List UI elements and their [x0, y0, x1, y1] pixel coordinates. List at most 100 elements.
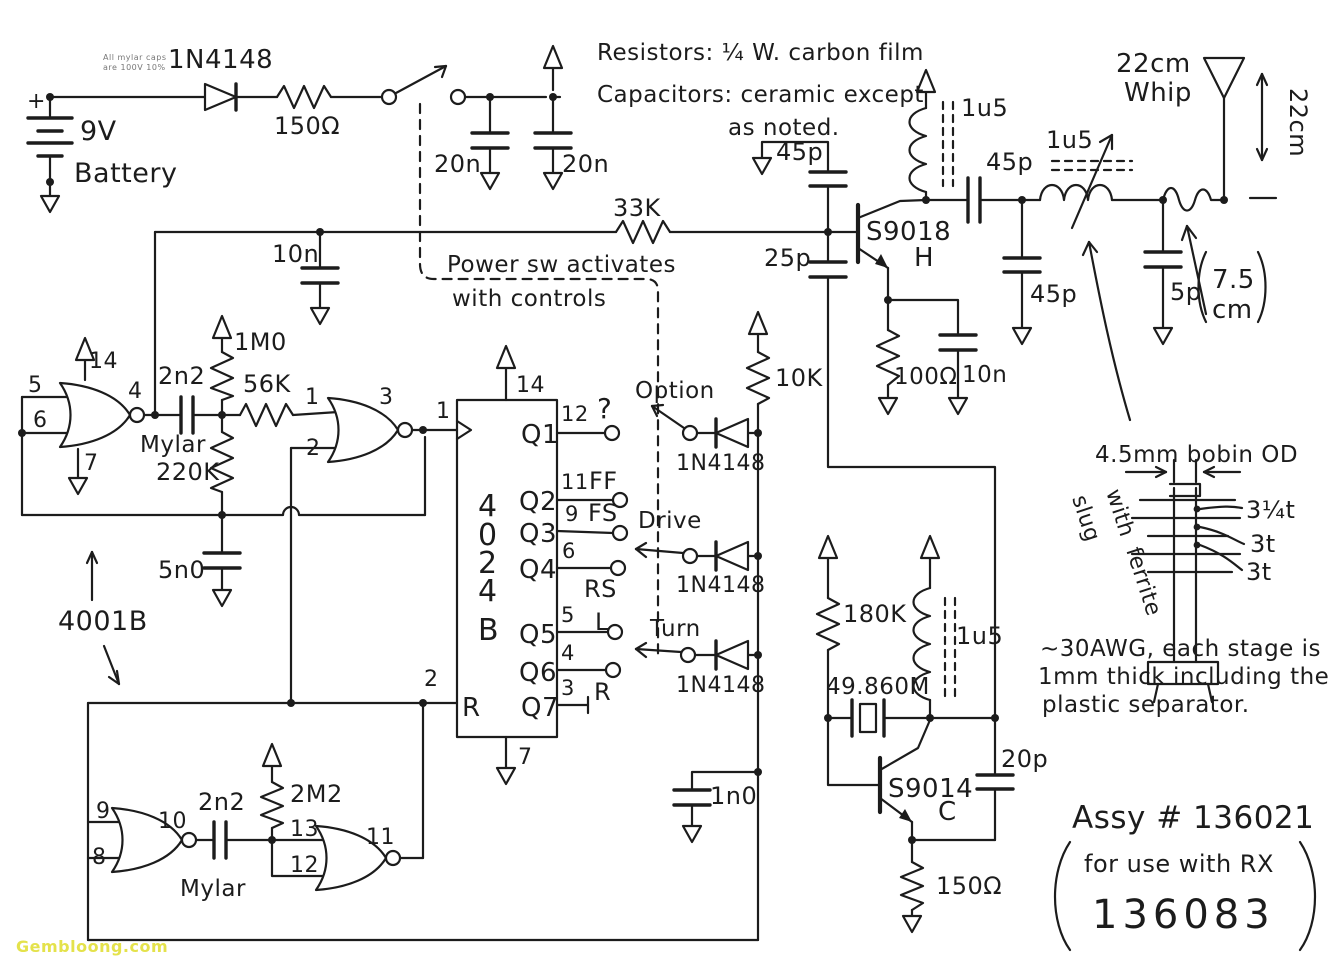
q3-fn: FS — [588, 499, 618, 527]
cap-25p-label: 25p — [764, 244, 811, 272]
switch-drive-label: Drive — [638, 508, 702, 534]
g1-pin5: 5 — [28, 373, 43, 398]
cap-5n0-label: 5n0 — [158, 556, 205, 584]
power-sw-dashed-link — [418, 102, 660, 660]
antenna-icon — [1202, 56, 1246, 100]
q5-fn: L — [595, 608, 609, 636]
q1-pin: 12 — [561, 402, 589, 426]
cap-20n-1-label: 20n — [434, 150, 481, 178]
diode-1n4148-2-label: 1N4148 — [676, 573, 765, 598]
resistor-180k-label: 180K — [843, 600, 907, 628]
bobbin-drawing — [1124, 458, 1246, 704]
transistor-s9014-label: S9014 — [888, 774, 973, 804]
mylar-note-line1: All mylar caps — [103, 53, 167, 62]
power-arrow-symbols — [74, 44, 941, 768]
watermark: Gembloong.com — [16, 937, 168, 956]
ic-4024b-char-3: 4 — [478, 574, 498, 609]
bobbin-slug-label: slug — [1066, 492, 1104, 545]
whip-label-2: Whip — [1124, 78, 1192, 108]
cap-5p-label: 5p — [1170, 278, 1202, 306]
cap-2n2-label: 2n2 — [158, 362, 205, 390]
cap-10n-top-label: 10n — [272, 240, 319, 268]
s9014-emitter-arrow — [899, 809, 912, 822]
bobbin-turns-1: 3¼t — [1246, 496, 1295, 524]
ic-4024b-char-0: 4 — [478, 489, 498, 524]
bobbin-turns-3: 3t — [1246, 558, 1272, 586]
control-osc-wires — [86, 701, 760, 942]
switch-turn-label: Turn — [649, 616, 701, 642]
counter-cap-plates — [672, 788, 712, 807]
g1-pin14: 14 — [89, 349, 118, 374]
cap-1n0-label: 1n0 — [710, 782, 757, 810]
counter-wires — [455, 332, 771, 942]
crystal-symbol — [850, 698, 886, 738]
modulator-wires — [760, 140, 997, 777]
assy-number: Assy # 136021 — [1072, 800, 1314, 836]
cap-2n2-bottom-mylar: Mylar — [180, 876, 246, 902]
tap-dimension-unit: cm — [1212, 295, 1253, 325]
q3-pin: 9 — [565, 502, 579, 526]
resistor-33k-label: 33K — [613, 194, 662, 222]
q7-label: Q7 — [521, 693, 559, 723]
junction-dots — [18, 93, 1228, 844]
q2-label: Q2 — [519, 487, 557, 517]
q6-label: Q6 — [519, 658, 557, 688]
diode-d1-label: 1N4148 — [168, 45, 273, 75]
whip-dimension-label: 22cm — [1284, 88, 1312, 157]
resistor-56k-label: 56K — [243, 370, 292, 398]
g4-pin11: 11 — [366, 825, 395, 850]
resistor-150b-label: 150Ω — [936, 872, 1002, 900]
battery-plates — [26, 116, 573, 158]
q4-label: Q4 — [519, 555, 557, 585]
g2-pin3: 3 — [379, 385, 394, 410]
counter-reset-label: R — [462, 693, 481, 723]
g1-pin4: 4 — [128, 379, 143, 404]
ic-4024b-char-1: 0 — [478, 518, 498, 553]
bobbin-note-1: ~30AWG, each stage is — [1040, 636, 1321, 662]
bobbin-turns-2: 3t — [1250, 530, 1276, 558]
diode-1n4148-1-label: 1N4148 — [676, 451, 765, 476]
whip-label-1: 22cm — [1116, 49, 1191, 79]
ic-4024b-char-2: 2 — [478, 546, 498, 581]
diode-1n4148-3-label: 1N4148 — [676, 673, 765, 698]
resistor-150-label: 150Ω — [274, 112, 340, 140]
note-as-noted: as noted. — [728, 115, 840, 141]
cap-10n-top-plates — [300, 266, 340, 285]
q7-pin: 3 — [561, 676, 575, 700]
g3-pin8: 8 — [92, 845, 107, 870]
resistor-100-label: 100Ω — [894, 364, 957, 390]
counter-pin14: 14 — [516, 373, 545, 398]
g4-pin13: 13 — [290, 817, 319, 842]
crystal-freq-label: 49.860M — [826, 674, 930, 700]
note-capacitors: Capacitors: ceramic except — [597, 82, 924, 108]
tap-dimension-value: 7.5 — [1212, 265, 1255, 295]
bobbin-ferrite-label: ferrite — [1120, 544, 1166, 619]
assy-parens — [1054, 840, 1316, 952]
ic-4001b-label: 4001B — [58, 606, 148, 637]
q6-fn: R — [594, 678, 611, 706]
g1-pin6: 6 — [33, 408, 48, 433]
bobbin-wire-dots — [1193, 505, 1201, 549]
battery-voltage: 9V — [80, 116, 117, 147]
q4-pin: 6 — [562, 539, 576, 563]
note-resistors: Resistors: ¼ W. carbon film — [597, 40, 924, 66]
cap-2n2-mylar: Mylar — [140, 432, 206, 458]
q2-pin: 11 — [561, 470, 589, 494]
q2-fn: FF — [589, 467, 618, 495]
labels: All mylar caps are 100V 10% + 9V Battery… — [16, 40, 1329, 956]
note-power-sw-1: Power sw activates — [447, 252, 676, 278]
note-power-sw-2: with controls — [452, 286, 606, 312]
rf-cap-plates — [966, 176, 1183, 274]
bobbin-note-3: plastic separator. — [1042, 692, 1250, 718]
audio-osc-cap-plates — [179, 395, 242, 570]
q5-pin: 5 — [561, 603, 575, 627]
inductor-1u5-3-label: 1u5 — [956, 622, 1003, 650]
g2-pin2: 2 — [306, 436, 321, 461]
xtal-cap-plates — [975, 773, 1015, 791]
cap-2n2-bottom-label: 2n2 — [198, 788, 245, 816]
control-osc-cap-plates — [212, 820, 228, 860]
ic-4024b-char-4: B — [478, 613, 499, 648]
supply-wires — [48, 64, 562, 198]
